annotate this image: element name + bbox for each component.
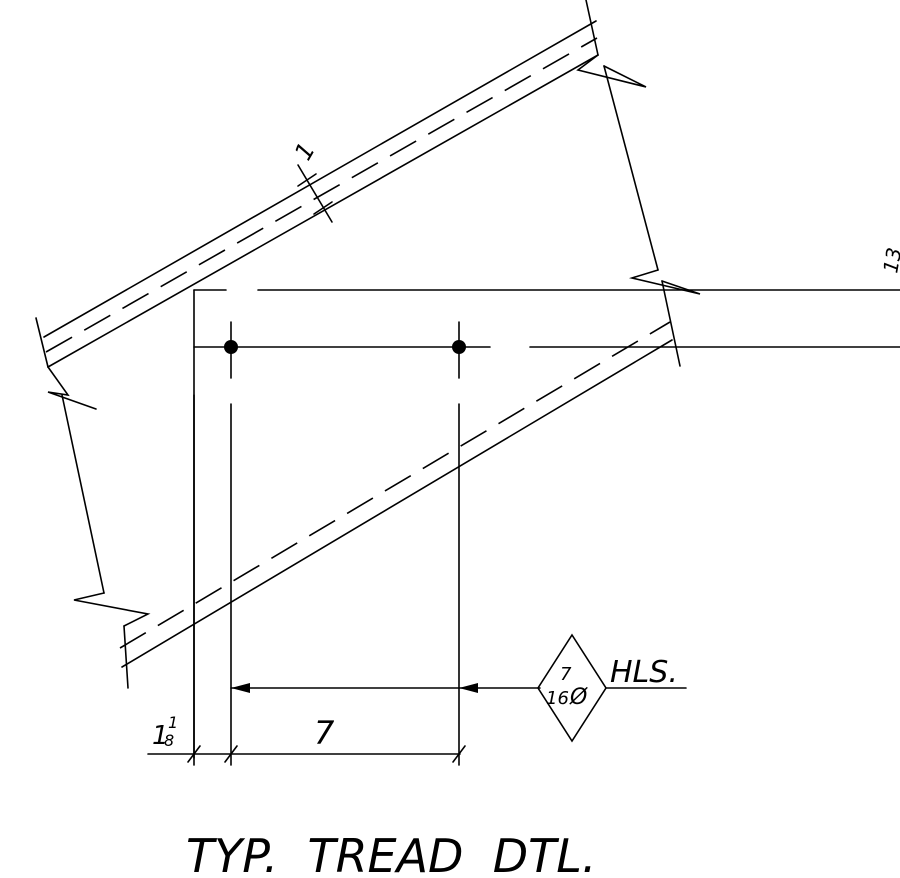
upper-plate-top-edge [43, 20, 597, 338]
tread-angle [193, 289, 900, 766]
upper-plate-bottom-edge [47, 54, 599, 368]
hole-callout-note: HLS. [610, 655, 678, 690]
dim-clearance-denominator: 8 [164, 731, 174, 750]
diameter-symbol: Ø [569, 685, 588, 710]
bolt-hole-left [224, 340, 238, 354]
lower-plate-edge [121, 339, 673, 668]
detail-title: TYP. TREAD DTL. [186, 829, 597, 878]
dim-spacing: 7 [314, 714, 335, 752]
bolt-line [193, 321, 900, 766]
hole-callout: 7 16 Ø HLS. [537, 633, 687, 743]
lower-plate [119, 321, 673, 668]
hole-callout-diamond [537, 633, 607, 743]
dim-clearance-whole: 1 [152, 721, 169, 751]
upper-plate [43, 20, 599, 368]
bottom-dimension: 1 1 8 7 [147, 713, 466, 763]
hole-size-denominator: 16 [546, 688, 569, 709]
break-line-left [35, 317, 151, 689]
upper-plate-hidden-line [45, 37, 598, 353]
dim-thickness: 1 [289, 138, 321, 165]
bolt-hole-right [452, 340, 466, 354]
break-line-right [576, 0, 701, 367]
hole-leader [230, 683, 541, 693]
hole-size-numerator: 7 [560, 664, 572, 685]
dim-clearance-numerator: 1 [168, 713, 178, 732]
dim-edge-partial: 13 [878, 246, 900, 275]
lower-plate-hidden-line [119, 321, 671, 649]
